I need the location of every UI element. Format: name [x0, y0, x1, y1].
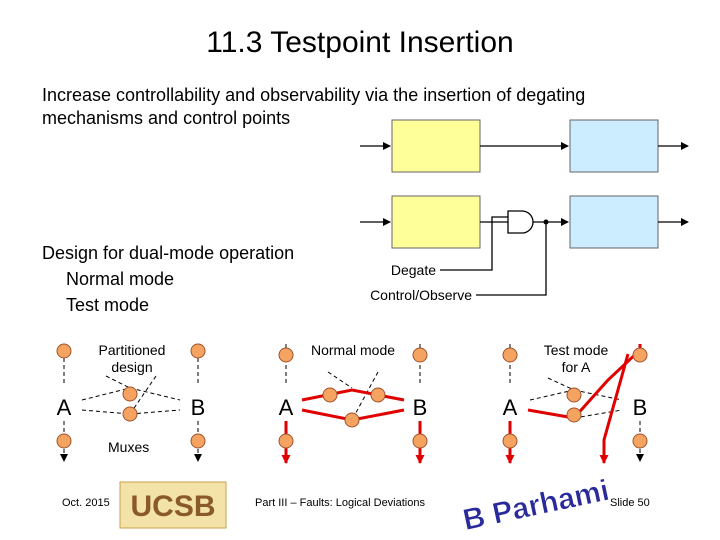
- mux-node: [56, 343, 72, 359]
- mux-node: [412, 433, 428, 449]
- block-a-test: A: [503, 395, 518, 420]
- block-a-normal: A: [279, 395, 294, 420]
- mux-node: [278, 347, 294, 363]
- mux-node: [566, 387, 582, 403]
- mux-node: [632, 433, 648, 449]
- block-b-test: B: [633, 395, 648, 420]
- test-mode-diagram: [509, 344, 644, 462]
- svg-text:B Parhami: B Parhami: [460, 474, 612, 537]
- normal-mode-label: Normal mode: [310, 342, 396, 358]
- control-observe-label: Control/Observe: [370, 287, 472, 303]
- normal-mode-item: Normal mode: [66, 269, 175, 289]
- partitioned-design-diagram: [60, 344, 202, 462]
- mux-node: [370, 387, 386, 403]
- logic-block-yellow-top: [391, 119, 481, 173]
- intro-text: Increase controllability and observabili…: [42, 85, 586, 128]
- mux-node: [122, 406, 138, 422]
- and-gate: [507, 210, 534, 234]
- normal-mode-diagram: [285, 344, 421, 421]
- block-b-normal: B: [413, 395, 428, 420]
- block-a-partitioned: A: [57, 395, 72, 420]
- mux-node: [190, 343, 206, 359]
- slide-title: 11.3 Testpoint Insertion: [206, 26, 514, 59]
- footer-center-text: Part III – Faults: Logical Deviations: [255, 497, 425, 509]
- muxes-label: Muxes: [108, 439, 149, 455]
- svg-text:UCSB: UCSB: [130, 490, 215, 523]
- test-mode-item: Test mode: [66, 295, 150, 315]
- mux-node: [322, 387, 338, 403]
- footer-date: Oct. 2015: [62, 497, 110, 509]
- logic-block-yellow-bottom: [391, 195, 481, 249]
- block-b-partitioned: B: [191, 395, 206, 420]
- degating-diagram: [360, 119, 689, 296]
- author-logo: B Parhami: [460, 474, 613, 538]
- partitioned-design-label: Partitioned design: [98, 342, 166, 375]
- footer-slide-number: Slide 50: [610, 497, 650, 509]
- dual-mode-heading: Design for dual-mode operation: [42, 243, 295, 263]
- degate-label: Degate: [391, 262, 436, 278]
- mux-node: [502, 433, 518, 449]
- ucsb-logo: UCSB: [119, 481, 227, 529]
- logic-block-blue-top: [569, 119, 659, 173]
- mux-node: [412, 347, 428, 363]
- mux-node: [566, 407, 582, 423]
- mux-node: [190, 433, 206, 449]
- dual-mode-list: Design for dual-mode operation Normal mo…: [42, 240, 294, 318]
- mux-node: [278, 433, 294, 449]
- mux-node: [632, 347, 648, 363]
- mux-node: [56, 433, 72, 449]
- mux-node: [344, 412, 360, 428]
- logic-block-blue-bottom: [569, 195, 659, 249]
- mux-node: [502, 347, 518, 363]
- mux-node: [122, 386, 138, 402]
- test-mode-label: Test mode for A: [543, 342, 609, 375]
